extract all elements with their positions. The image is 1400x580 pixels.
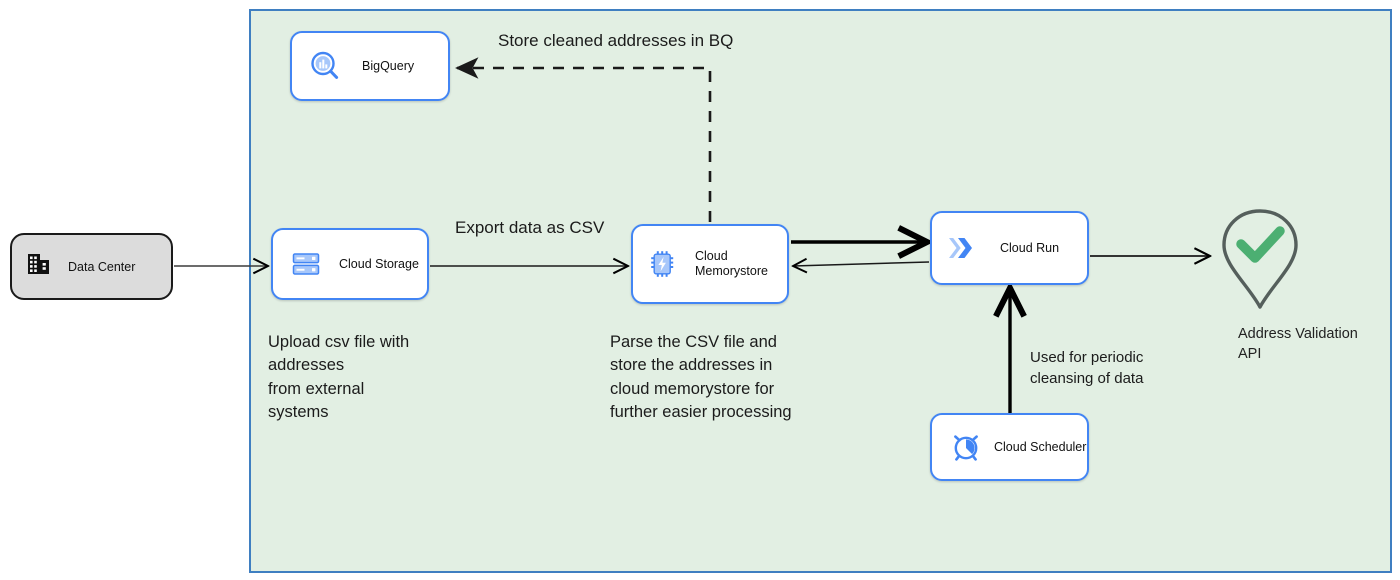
node-bigquery[interactable]: BigQuery xyxy=(290,31,450,101)
node-cloud-scheduler-label: Cloud Scheduler xyxy=(994,439,1087,454)
annotation-parse-csv: Parse the CSV file and store the address… xyxy=(610,333,792,422)
edge-label-store-in-bq: Store cleaned addresses in BQ xyxy=(498,31,734,50)
node-cloud-run[interactable]: Cloud Run xyxy=(930,211,1089,285)
cloud-run-icon xyxy=(946,233,980,263)
node-address-validation-api-label: Address Validation API xyxy=(1238,326,1358,362)
node-address-validation-api[interactable] xyxy=(1216,207,1304,311)
cloud-scheduler-icon xyxy=(950,431,982,463)
node-cloud-storage[interactable]: Cloud Storage xyxy=(271,228,429,300)
node-cloud-memorystore-label: Cloud Memorystore xyxy=(695,249,768,278)
node-cloud-storage-label: Cloud Storage xyxy=(339,256,419,271)
node-cloud-run-label: Cloud Run xyxy=(1000,240,1060,255)
annotation-upload-csv: Upload csv file with addresses from exte… xyxy=(268,333,410,422)
annotation-periodic-cleansing: Used for periodic cleansing of data xyxy=(1030,349,1144,387)
map-pin-check-icon xyxy=(1222,209,1298,309)
node-cloud-memorystore[interactable]: Cloud Memorystore xyxy=(631,224,789,304)
node-data-center[interactable]: Data Center xyxy=(10,233,173,300)
data-center-icon xyxy=(26,251,52,282)
cloud-memorystore-icon xyxy=(649,249,679,279)
node-bigquery-label: BigQuery xyxy=(362,58,415,73)
node-cloud-scheduler[interactable]: Cloud Scheduler xyxy=(930,413,1089,481)
cloud-boundary-container xyxy=(249,9,1392,573)
node-data-center-label: Data Center xyxy=(68,259,136,274)
cloud-storage-icon xyxy=(291,249,321,279)
bigquery-icon xyxy=(308,49,342,83)
edge-label-export-csv: Export data as CSV xyxy=(455,218,605,237)
